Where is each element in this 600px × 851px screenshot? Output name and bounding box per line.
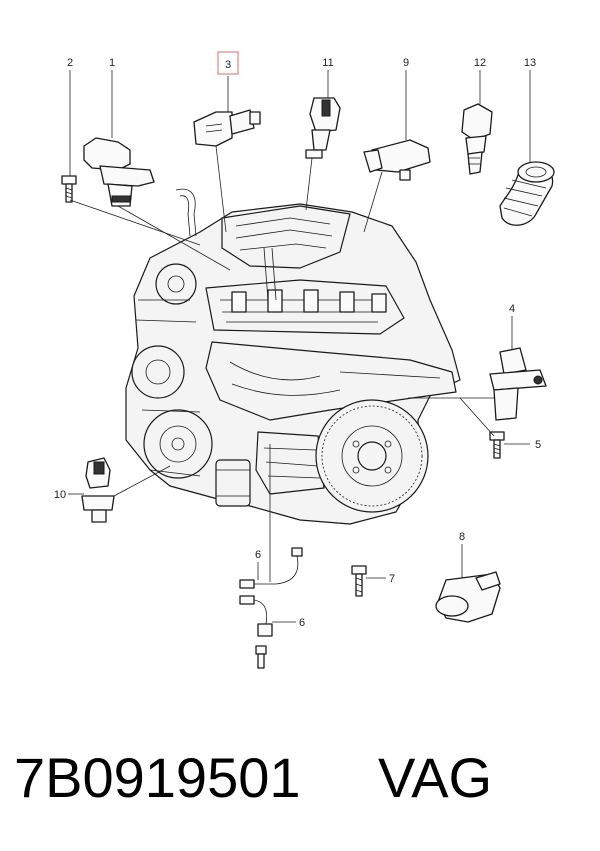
part-12-temp-sender[interactable] [461, 103, 493, 175]
callout-3[interactable]: 3 [225, 59, 231, 71]
callout-13[interactable]: 13 [524, 57, 536, 69]
callout-8[interactable]: 8 [459, 531, 465, 543]
callout-2[interactable]: 2 [67, 57, 73, 69]
caption: 7B0919501 VAG [0, 740, 600, 820]
callout-4[interactable]: 4 [509, 303, 515, 315]
part-number: 7B0919501 [14, 746, 301, 809]
callout-7[interactable]: 7 [389, 573, 395, 585]
part-6-oxygen-sensor-lower[interactable] [239, 595, 273, 669]
part-6-oxygen-sensor-upper[interactable] [239, 547, 303, 589]
part-7-bolt[interactable] [351, 565, 367, 597]
callout-1[interactable]: 1 [109, 57, 115, 69]
part-11-pressure-sensor[interactable] [305, 97, 341, 159]
leader-lines [68, 70, 531, 623]
flywheel [315, 399, 429, 513]
part-10-oil-pressure-switch[interactable] [81, 457, 115, 523]
callout-11[interactable]: 11 [322, 57, 333, 69]
part-13-hose[interactable] [499, 161, 555, 226]
part-4-crank-sensor[interactable] [489, 347, 547, 421]
part-3-coolant-temp-sensor[interactable] [193, 109, 261, 147]
part-9-map-sensor[interactable] [363, 139, 431, 181]
callout-6-lower[interactable]: 6 [299, 617, 305, 629]
callout-10[interactable]: 10 [54, 489, 66, 501]
injector-connectors [231, 289, 387, 313]
callout-6-upper[interactable]: 6 [255, 549, 261, 561]
engine-assembly [125, 188, 461, 525]
callout-12[interactable]: 12 [474, 57, 486, 69]
callout-9[interactable]: 9 [403, 57, 409, 69]
front-pulleys [131, 263, 213, 479]
engine-sensor-diagram: 2 1 3 11 9 12 13 4 5 10 6 7 6 8 [54, 51, 555, 669]
oil-filter [215, 459, 251, 507]
callout-3-highlight-box [217, 51, 239, 75]
callout-labels: 2 1 3 11 9 12 13 4 5 10 6 7 6 8 [54, 51, 541, 629]
brand-name: VAG [378, 746, 493, 809]
part-2-bolt[interactable] [61, 175, 77, 203]
callout-5[interactable]: 5 [535, 439, 541, 451]
part-8-knock-sensor[interactable] [435, 571, 501, 623]
part-5-bolt[interactable] [489, 431, 505, 459]
part-1-camshaft-sensor[interactable] [83, 137, 155, 207]
